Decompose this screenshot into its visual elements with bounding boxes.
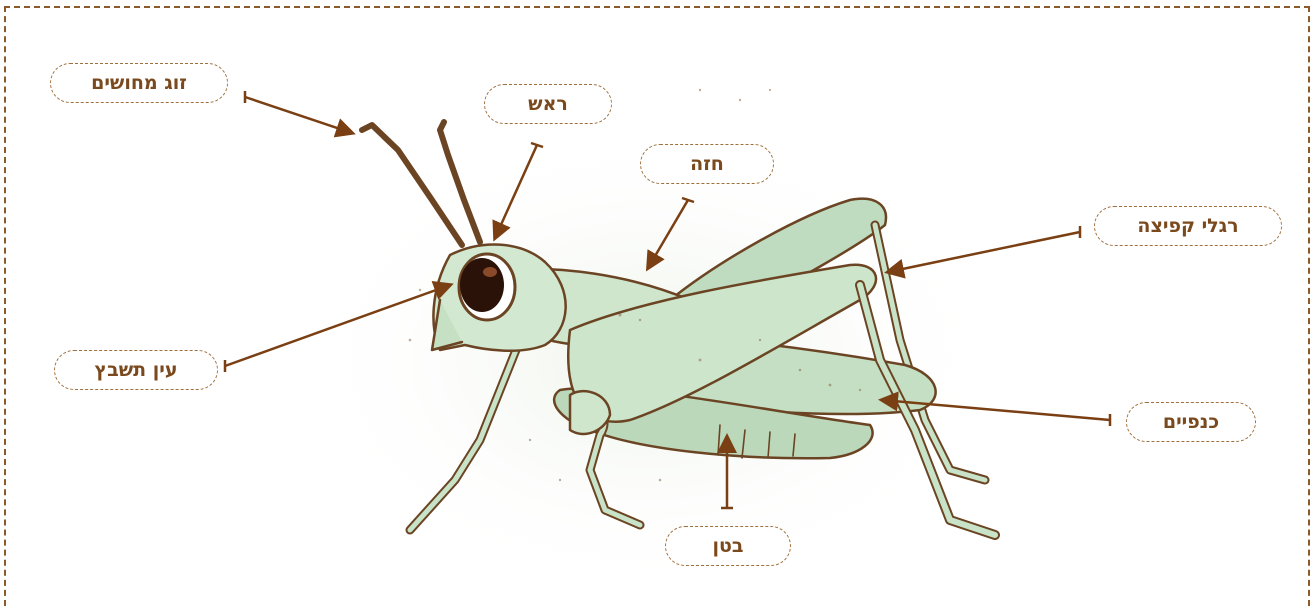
label-head: ראש — [484, 84, 612, 124]
label-compound-eye: עין תשבץ — [54, 350, 218, 390]
label-wings: כנפיים — [1126, 402, 1256, 442]
eye-pupil — [460, 258, 504, 312]
label-thorax: חזה — [640, 144, 774, 184]
arrow-antennae — [245, 97, 352, 133]
eye-highlight — [483, 267, 497, 277]
label-antennae: זוג מחושים — [50, 63, 228, 103]
label-abdomen: בטן — [665, 526, 791, 566]
label-jumping-legs: רגלי קפיצה — [1094, 206, 1282, 246]
